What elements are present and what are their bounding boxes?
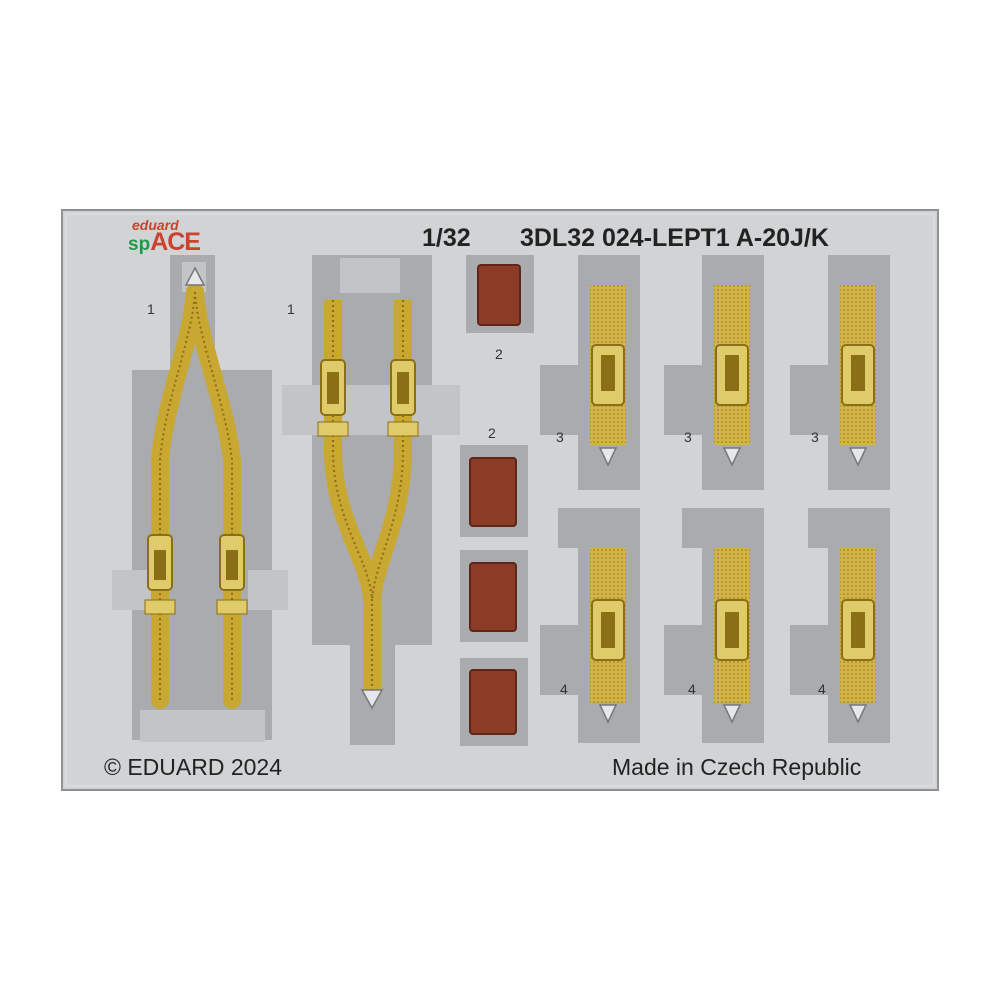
product-code: 3DL32 024-LEPT1 A-20J/K: [520, 224, 829, 252]
part-3-belts: [540, 255, 890, 490]
part-label: 4: [688, 681, 696, 697]
part-label: 4: [818, 681, 826, 697]
part-4-belts: [540, 508, 890, 743]
origin-text: Made in Czech Republic: [612, 754, 862, 780]
brand-logo-main: ACE: [150, 228, 201, 256]
brand-logo-prefix: sp: [128, 234, 151, 255]
part-label: 1: [287, 301, 295, 317]
part-label: 3: [556, 429, 564, 445]
part-1-harness-left: [112, 255, 288, 742]
part-label: 2: [495, 346, 503, 362]
part-label: 3: [811, 429, 819, 445]
part-2-pads: [460, 255, 534, 746]
part-1-harness-right: [282, 255, 460, 745]
scale-label: 1/32: [422, 224, 471, 252]
copyright-text: © EDUARD 2024: [104, 754, 283, 780]
brand-logo-top: eduard: [132, 217, 179, 233]
part-label: 2: [488, 425, 496, 441]
part-label: 4: [560, 681, 568, 697]
part-label: 1: [147, 301, 155, 317]
brand-logo-bottom: spACE: [128, 228, 201, 256]
part-label: 3: [684, 429, 692, 445]
